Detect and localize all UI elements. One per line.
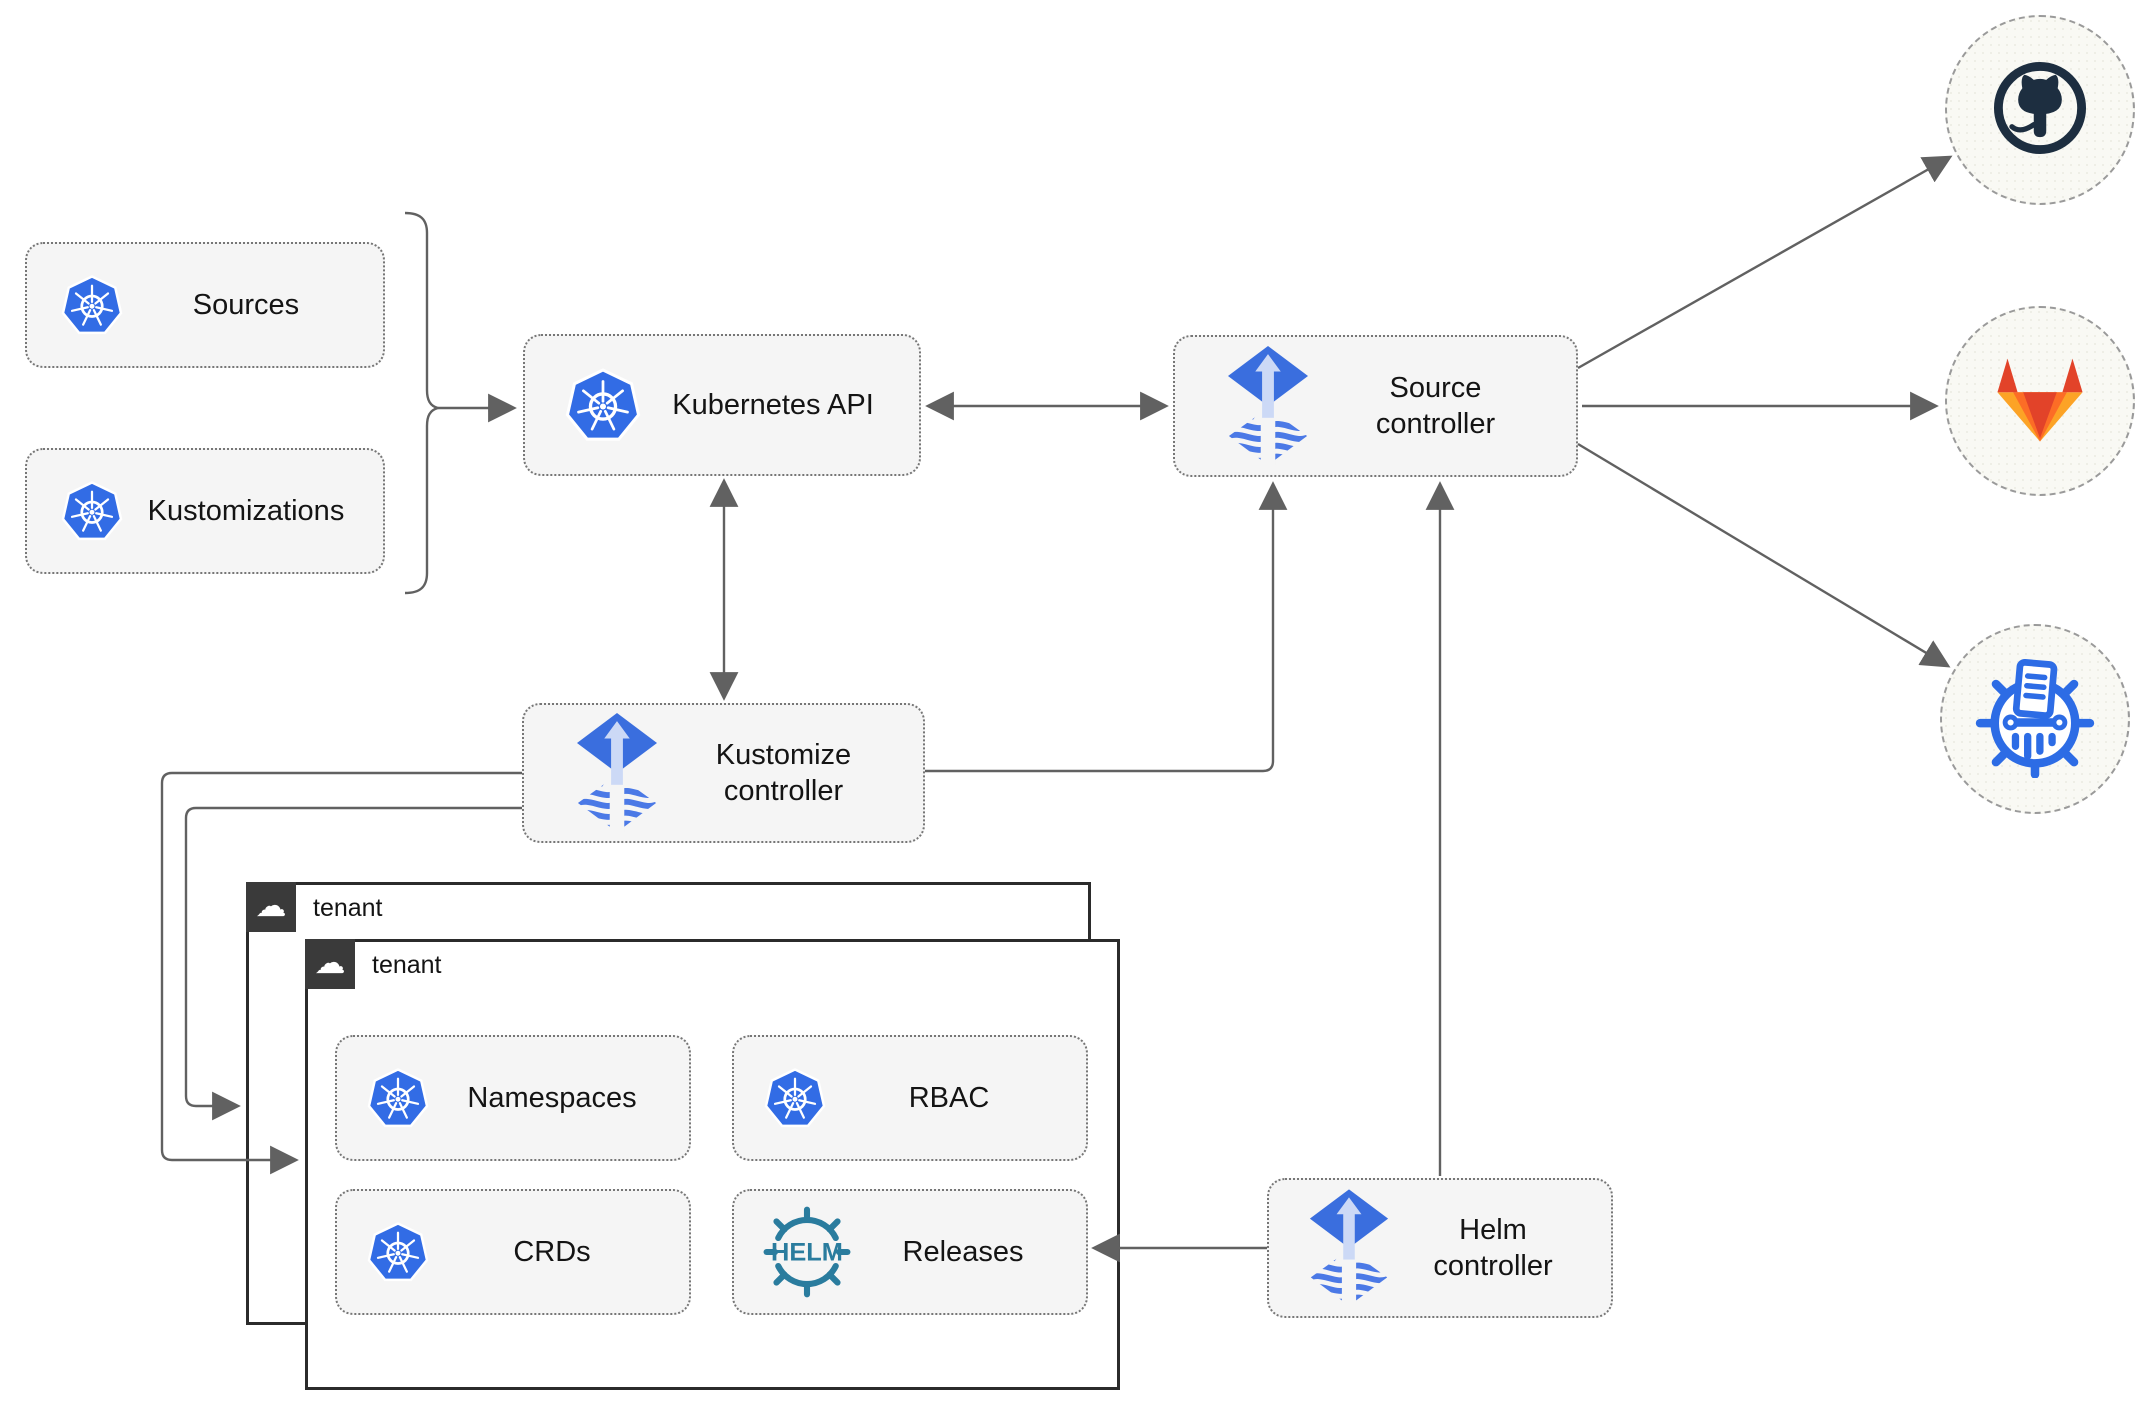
helm-logo-icon: HELM bbox=[760, 1205, 854, 1299]
tenant-inner-label: tenant bbox=[372, 951, 442, 979]
arrow-kustomize-to-source bbox=[925, 481, 1288, 773]
flux-icon bbox=[1309, 1189, 1389, 1307]
manifest-bucket-icon bbox=[1974, 656, 2096, 783]
kubernetes-icon bbox=[764, 1067, 826, 1129]
node-helm-controller: Helm controller bbox=[1267, 1178, 1613, 1318]
node-sources: Sources bbox=[25, 242, 385, 368]
node-kustomizations-label: Kustomizations bbox=[147, 494, 345, 527]
cloud-icon: ☁ bbox=[314, 944, 346, 980]
bracket-sources-group bbox=[404, 211, 439, 595]
label-line2: controller bbox=[1375, 408, 1496, 440]
kubernetes-icon bbox=[565, 367, 641, 443]
gitlab-tanuki-icon bbox=[1984, 343, 2096, 460]
node-sources-label: Sources bbox=[192, 288, 300, 321]
node-crds: CRDs bbox=[335, 1189, 691, 1315]
tenant-inner-badge: ☁ bbox=[305, 939, 355, 989]
node-releases: HELM Releases bbox=[732, 1189, 1088, 1315]
node-namespaces: Namespaces bbox=[335, 1035, 691, 1161]
node-kustomize-controller: Kustomize controller bbox=[522, 703, 925, 843]
label-line1: Helm bbox=[1459, 1213, 1527, 1246]
node-kubernetes-api-label: Kubernetes API bbox=[672, 388, 874, 421]
arrow-source-to-github bbox=[1577, 155, 1953, 370]
node-namespaces-label: Namespaces bbox=[467, 1081, 637, 1114]
label-line1: Source bbox=[1389, 371, 1482, 404]
tenant-outer-badge: ☁ bbox=[246, 882, 296, 932]
flux-icon bbox=[1227, 346, 1309, 466]
node-helm-controller-label: Helm controller bbox=[1389, 1212, 1611, 1285]
kubernetes-icon bbox=[61, 274, 123, 336]
remote-github bbox=[1945, 15, 2135, 205]
helm-logo-text: HELM bbox=[771, 1238, 843, 1266]
label-line2: controller bbox=[723, 775, 844, 807]
label-line1: Kustomize bbox=[715, 738, 852, 771]
kubernetes-icon bbox=[61, 480, 123, 542]
remote-bucket bbox=[1940, 624, 2130, 814]
flux-icon bbox=[576, 713, 658, 833]
arrow-source-to-bucket bbox=[1577, 442, 1951, 668]
cloud-icon: ☁ bbox=[255, 887, 287, 923]
node-rbac: RBAC bbox=[732, 1035, 1088, 1161]
node-crds-label: CRDs bbox=[513, 1235, 591, 1268]
kubernetes-icon bbox=[367, 1221, 429, 1283]
github-octocat-icon bbox=[1988, 56, 2092, 165]
tenant-outer-label: tenant bbox=[313, 894, 383, 922]
node-source-controller-label: Source controller bbox=[1309, 370, 1576, 443]
node-kustomize-controller-label: Kustomize controller bbox=[658, 737, 923, 810]
node-rbac-label: RBAC bbox=[908, 1081, 990, 1114]
kubernetes-icon bbox=[367, 1067, 429, 1129]
node-source-controller: Source controller bbox=[1173, 335, 1578, 477]
node-releases-label: Releases bbox=[902, 1235, 1024, 1268]
tenant-group-inner: ☁ tenant bbox=[305, 939, 1120, 1390]
node-kubernetes-api: Kubernetes API bbox=[523, 334, 921, 476]
remote-gitlab bbox=[1945, 306, 2135, 496]
label-line2: controller bbox=[1433, 1250, 1553, 1282]
node-kustomizations: Kustomizations bbox=[25, 448, 385, 574]
